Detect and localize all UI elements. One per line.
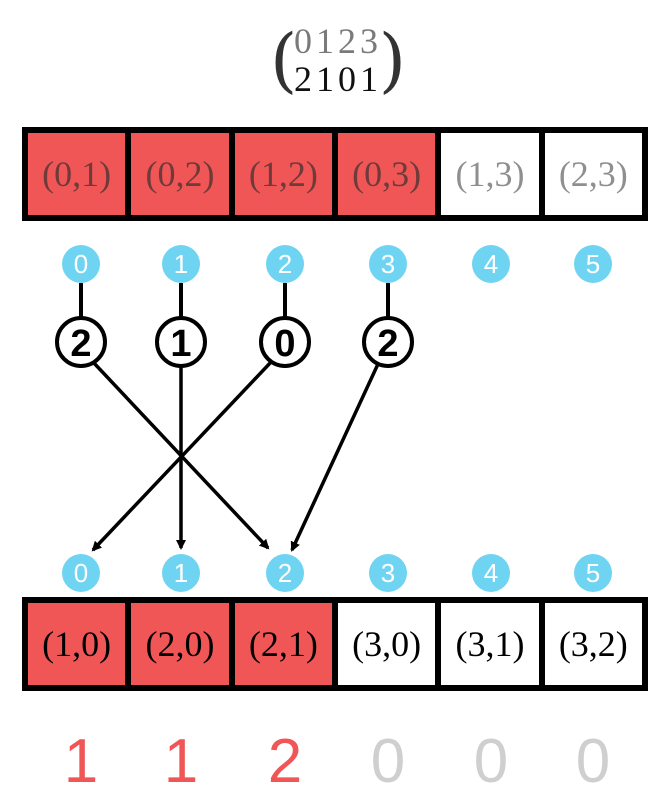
arrow-2-to-0 [91, 359, 274, 552]
bottom-index-bubble: 1 [162, 554, 200, 592]
top-cell: (1,3) [441, 133, 539, 215]
inversion-count: 0 [575, 727, 611, 796]
inversion-count: 0 [370, 727, 406, 796]
node-circle: 2 [55, 316, 107, 368]
bottom-index-bubble: 5 [574, 554, 612, 592]
bottom-pair-row: (1,0) (2,0) (2,1) (3,0) (3,1) (3,2) [22, 597, 648, 691]
top-cell: (0,1) [28, 133, 126, 215]
node-circle: 0 [259, 316, 311, 368]
inversion-count: 0 [473, 727, 509, 796]
top-index-bubble: 5 [574, 245, 612, 283]
bottom-index-bubble: 0 [62, 554, 100, 592]
node-value: 2 [70, 323, 91, 365]
node-value: 2 [377, 323, 398, 365]
arrow-3-to-2 [290, 363, 380, 552]
bottom-cell: (3,2) [544, 603, 642, 685]
bottom-cell: (3,1) [441, 603, 539, 685]
inversion-count: 1 [163, 727, 199, 796]
bottom-cell: (2,0) [131, 603, 229, 685]
top-index-bubble: 0 [62, 245, 100, 283]
inversion-count: 1 [63, 727, 99, 796]
top-index-bubble: 2 [266, 245, 304, 283]
bottom-cell: (2,1) [234, 603, 332, 685]
left-parenthesis: ( [270, 19, 298, 101]
bottom-index-bubble: 4 [472, 554, 510, 592]
permutation-top-row: 0123 [294, 21, 382, 61]
bottom-index-bubble: 2 [266, 554, 304, 592]
node-value: 0 [274, 323, 295, 365]
top-index-bubble: 1 [162, 245, 200, 283]
permutation-bottom-row: 2101 [294, 59, 382, 99]
node-value: 1 [170, 323, 191, 365]
bottom-cell: (1,0) [28, 603, 126, 685]
top-cell: (0,3) [337, 133, 436, 215]
top-cell: (1,2) [234, 133, 332, 215]
node-circle: 1 [155, 316, 207, 368]
top-cell: (2,3) [544, 133, 642, 215]
top-index-bubble: 3 [369, 245, 407, 283]
top-cell: (0,2) [131, 133, 229, 215]
top-pair-row: (0,1) (0,2) (1,2) (0,3) (1,3) (2,3) [22, 127, 648, 221]
top-index-bubble: 4 [472, 245, 510, 283]
node-circle: 2 [362, 316, 414, 368]
bottom-index-bubble: 3 [369, 554, 407, 592]
inversion-count: 2 [267, 727, 303, 796]
right-parenthesis: ) [378, 19, 406, 101]
bottom-cell: (3,0) [337, 603, 436, 685]
permutation-matrix: ( 0123 2101 ) [270, 18, 406, 102]
